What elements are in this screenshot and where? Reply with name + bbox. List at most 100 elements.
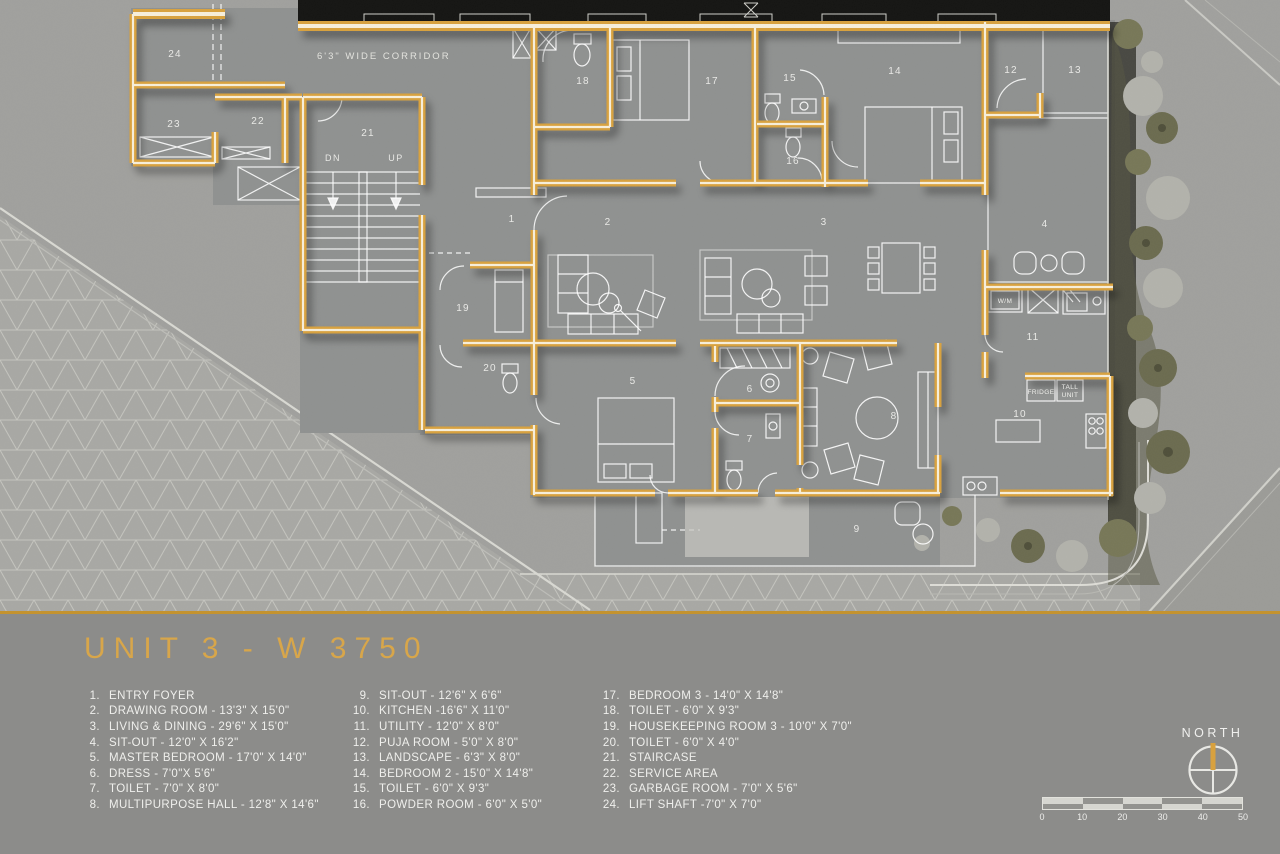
- legend-item: 19. HOUSEKEEPING ROOM 3 - 10'0" X 7'0": [582, 719, 852, 735]
- scale-tick: 0: [1039, 812, 1045, 822]
- legend-item-text: KITCHEN -16'6" X 11'0": [379, 705, 510, 718]
- scale-bar-cell: [1122, 798, 1163, 804]
- legend-item: 2. DRAWING ROOM - 13'3" X 15'0": [62, 704, 319, 720]
- legend-item-number: 12.: [352, 736, 370, 749]
- legend-item-number: 2.: [89, 705, 100, 718]
- compass-icon: [1188, 743, 1238, 795]
- legend-item-text: TOILET - 6'0" X 9'3": [629, 705, 740, 718]
- scale-bar-cell: [1202, 803, 1242, 810]
- legend-item-number: 18.: [602, 705, 620, 718]
- legend-item-text: SERVICE AREA: [629, 767, 718, 780]
- legend-item-text: MULTIPURPOSE HALL - 12'8" X 14'6": [109, 798, 319, 811]
- legend-column-3: 17. BEDROOM 3 - 14'0" X 14'8" 18. TOILET - …: [582, 688, 852, 813]
- legend-item: 8. MULTIPURPOSE HALL - 12'8" X 14'6": [62, 797, 319, 813]
- scale-tick: 40: [1197, 812, 1208, 822]
- legend-item: 1. ENTRY FOYER: [62, 688, 319, 704]
- legend-item-number: 6.: [89, 767, 100, 780]
- legend-item: 10. KITCHEN -16'6" X 11'0": [332, 704, 542, 720]
- legend-item-number: 22.: [602, 767, 620, 780]
- legend-item-number: 24.: [602, 798, 620, 811]
- scale-bar-cell: [1082, 803, 1123, 810]
- legend-item-number: 15.: [352, 783, 370, 796]
- legend-item-number: 9.: [359, 689, 370, 702]
- legend-item: 9. SIT-OUT - 12'6" X 6'6": [332, 688, 542, 704]
- scale-bar-cell: [1122, 803, 1163, 810]
- legend-item: 17. BEDROOM 3 - 14'0" X 14'8": [582, 688, 852, 704]
- legend-item-text: SIT-OUT - 12'0" X 16'2": [109, 736, 239, 749]
- legend-item: 23. GARBAGE ROOM - 7'0" X 5'6": [582, 782, 852, 798]
- legend-item-text: UTILITY - 12'0" X 8'0": [379, 720, 500, 733]
- legend-item-text: BEDROOM 3 - 14'0" X 14'8": [629, 689, 784, 702]
- legend-item-text: PUJA ROOM - 5'0" X 8'0": [379, 736, 519, 749]
- scale-bar: [1042, 797, 1243, 810]
- legend-item: 3. LIVING & DINING - 29'6" X 15'0": [62, 719, 319, 735]
- legend-item-text: STAIRCASE: [629, 752, 697, 765]
- legend-item: 13. LANDSCAPE - 6'3" X 8'0": [332, 750, 542, 766]
- legend-item-text: LIVING & DINING - 29'6" X 15'0": [109, 720, 289, 733]
- legend-item: 18. TOILET - 6'0" X 9'3": [582, 704, 852, 720]
- legend-item-number: 1.: [89, 689, 100, 702]
- legend-item: 16. POWDER ROOM - 6'0" X 5'0": [332, 797, 542, 813]
- legend-item: 12. PUJA ROOM - 5'0" X 8'0": [332, 735, 542, 751]
- legend-item-text: ENTRY FOYER: [109, 689, 195, 702]
- legend-item: 4. SIT-OUT - 12'0" X 16'2": [62, 735, 319, 751]
- scale-bar-cell: [1162, 803, 1203, 810]
- legend-item-number: 3.: [89, 720, 100, 733]
- legend-item-number: 4.: [89, 736, 100, 749]
- legend-item-number: 14.: [352, 767, 370, 780]
- floor-plan: 6'3" WIDE CORRIDOR DN UP W/M FRIDGE TALL…: [0, 0, 1280, 613]
- legend-item-text: TOILET - 7'0" X 8'0": [109, 783, 220, 796]
- legend-item-number: 17.: [602, 689, 620, 702]
- legend-item: 6. DRESS - 7'0"X 5'6": [62, 766, 319, 782]
- legend-item: 7. TOILET - 7'0" X 8'0": [62, 782, 319, 798]
- scale-bar-cell: [1082, 798, 1123, 804]
- gold-divider: [0, 611, 1280, 614]
- scale-bar-cell: [1043, 803, 1083, 810]
- legend-item: 11. UTILITY - 12'0" X 8'0": [332, 719, 542, 735]
- scale-tick: 50: [1237, 812, 1249, 822]
- legend-item-text: SIT-OUT - 12'6" X 6'6": [379, 689, 502, 702]
- legend-item-number: 11.: [353, 720, 370, 733]
- legend-item-number: 23.: [602, 783, 620, 796]
- legend-item-text: LIFT SHAFT -7'0" X 7'0": [629, 798, 762, 811]
- legend-item: 15. TOILET - 6'0" X 9'3": [332, 782, 542, 798]
- legend-item: 22. SERVICE AREA: [582, 766, 852, 782]
- legend-item-number: 16.: [352, 798, 370, 811]
- legend-item: 24. LIFT SHAFT -7'0" X 7'0": [582, 797, 852, 813]
- scale-bar-ticks: 0 10 20 30 40 50: [1039, 812, 1252, 824]
- legend-item-number: 21.: [602, 752, 620, 765]
- legend-item-text: BEDROOM 2 - 15'0" X 14'8": [379, 767, 534, 780]
- legend-item-text: LANDSCAPE - 6'3" X 8'0": [379, 752, 521, 765]
- scale-tick: 30: [1157, 812, 1168, 822]
- legend-item-text: DRAWING ROOM - 13'3" X 15'0": [109, 705, 290, 718]
- legend-item-number: 5.: [89, 752, 100, 765]
- legend-item-text: POWDER ROOM - 6'0" X 5'0": [379, 798, 543, 811]
- legend-item-text: DRESS - 7'0"X 5'6": [109, 767, 216, 780]
- legend-column-1: 1. ENTRY FOYER 2. DRAWING ROOM - 13'3" X 15…: [62, 688, 319, 813]
- legend-item-number: 10.: [352, 705, 370, 718]
- legend-item-text: TOILET - 6'0" X 4'0": [629, 736, 740, 749]
- legend-item-number: 20.: [602, 736, 620, 749]
- legend-item-number: 13.: [352, 752, 370, 765]
- scale-tick: 10: [1077, 812, 1088, 822]
- legend-item-number: 19.: [602, 720, 620, 733]
- legend-item: 14. BEDROOM 2 - 15'0" X 14'8": [332, 766, 542, 782]
- legend-item-text: TOILET - 6'0" X 9'3": [379, 783, 490, 796]
- scale-bar-cell: [1162, 798, 1203, 804]
- scale-bar-cell: [1202, 798, 1242, 804]
- legend-item-number: 8.: [89, 798, 100, 811]
- north-label: NORTH: [1181, 726, 1244, 740]
- scale-bar-cell: [1043, 798, 1083, 804]
- scale-tick: 20: [1117, 812, 1128, 822]
- legend-item-text: GARBAGE ROOM - 7'0" X 5'6": [629, 783, 798, 796]
- legend-column-2: 9. SIT-OUT - 12'6" X 6'6" 10. KITCHEN -16'6…: [332, 688, 542, 813]
- legend-item-text: MASTER BEDROOM - 17'0" X 14'0": [109, 752, 307, 765]
- legend-item-text: HOUSEKEEPING ROOM 3 - 10'0" X 7'0": [629, 720, 852, 733]
- legend-item: 5. MASTER BEDROOM - 17'0" X 14'0": [62, 750, 319, 766]
- legend-item: 20. TOILET - 6'0" X 4'0": [582, 735, 852, 751]
- legend-item: 21. STAIRCASE: [582, 750, 852, 766]
- legend-item-number: 7.: [89, 783, 100, 796]
- paper-grain-overlay: [0, 0, 1280, 613]
